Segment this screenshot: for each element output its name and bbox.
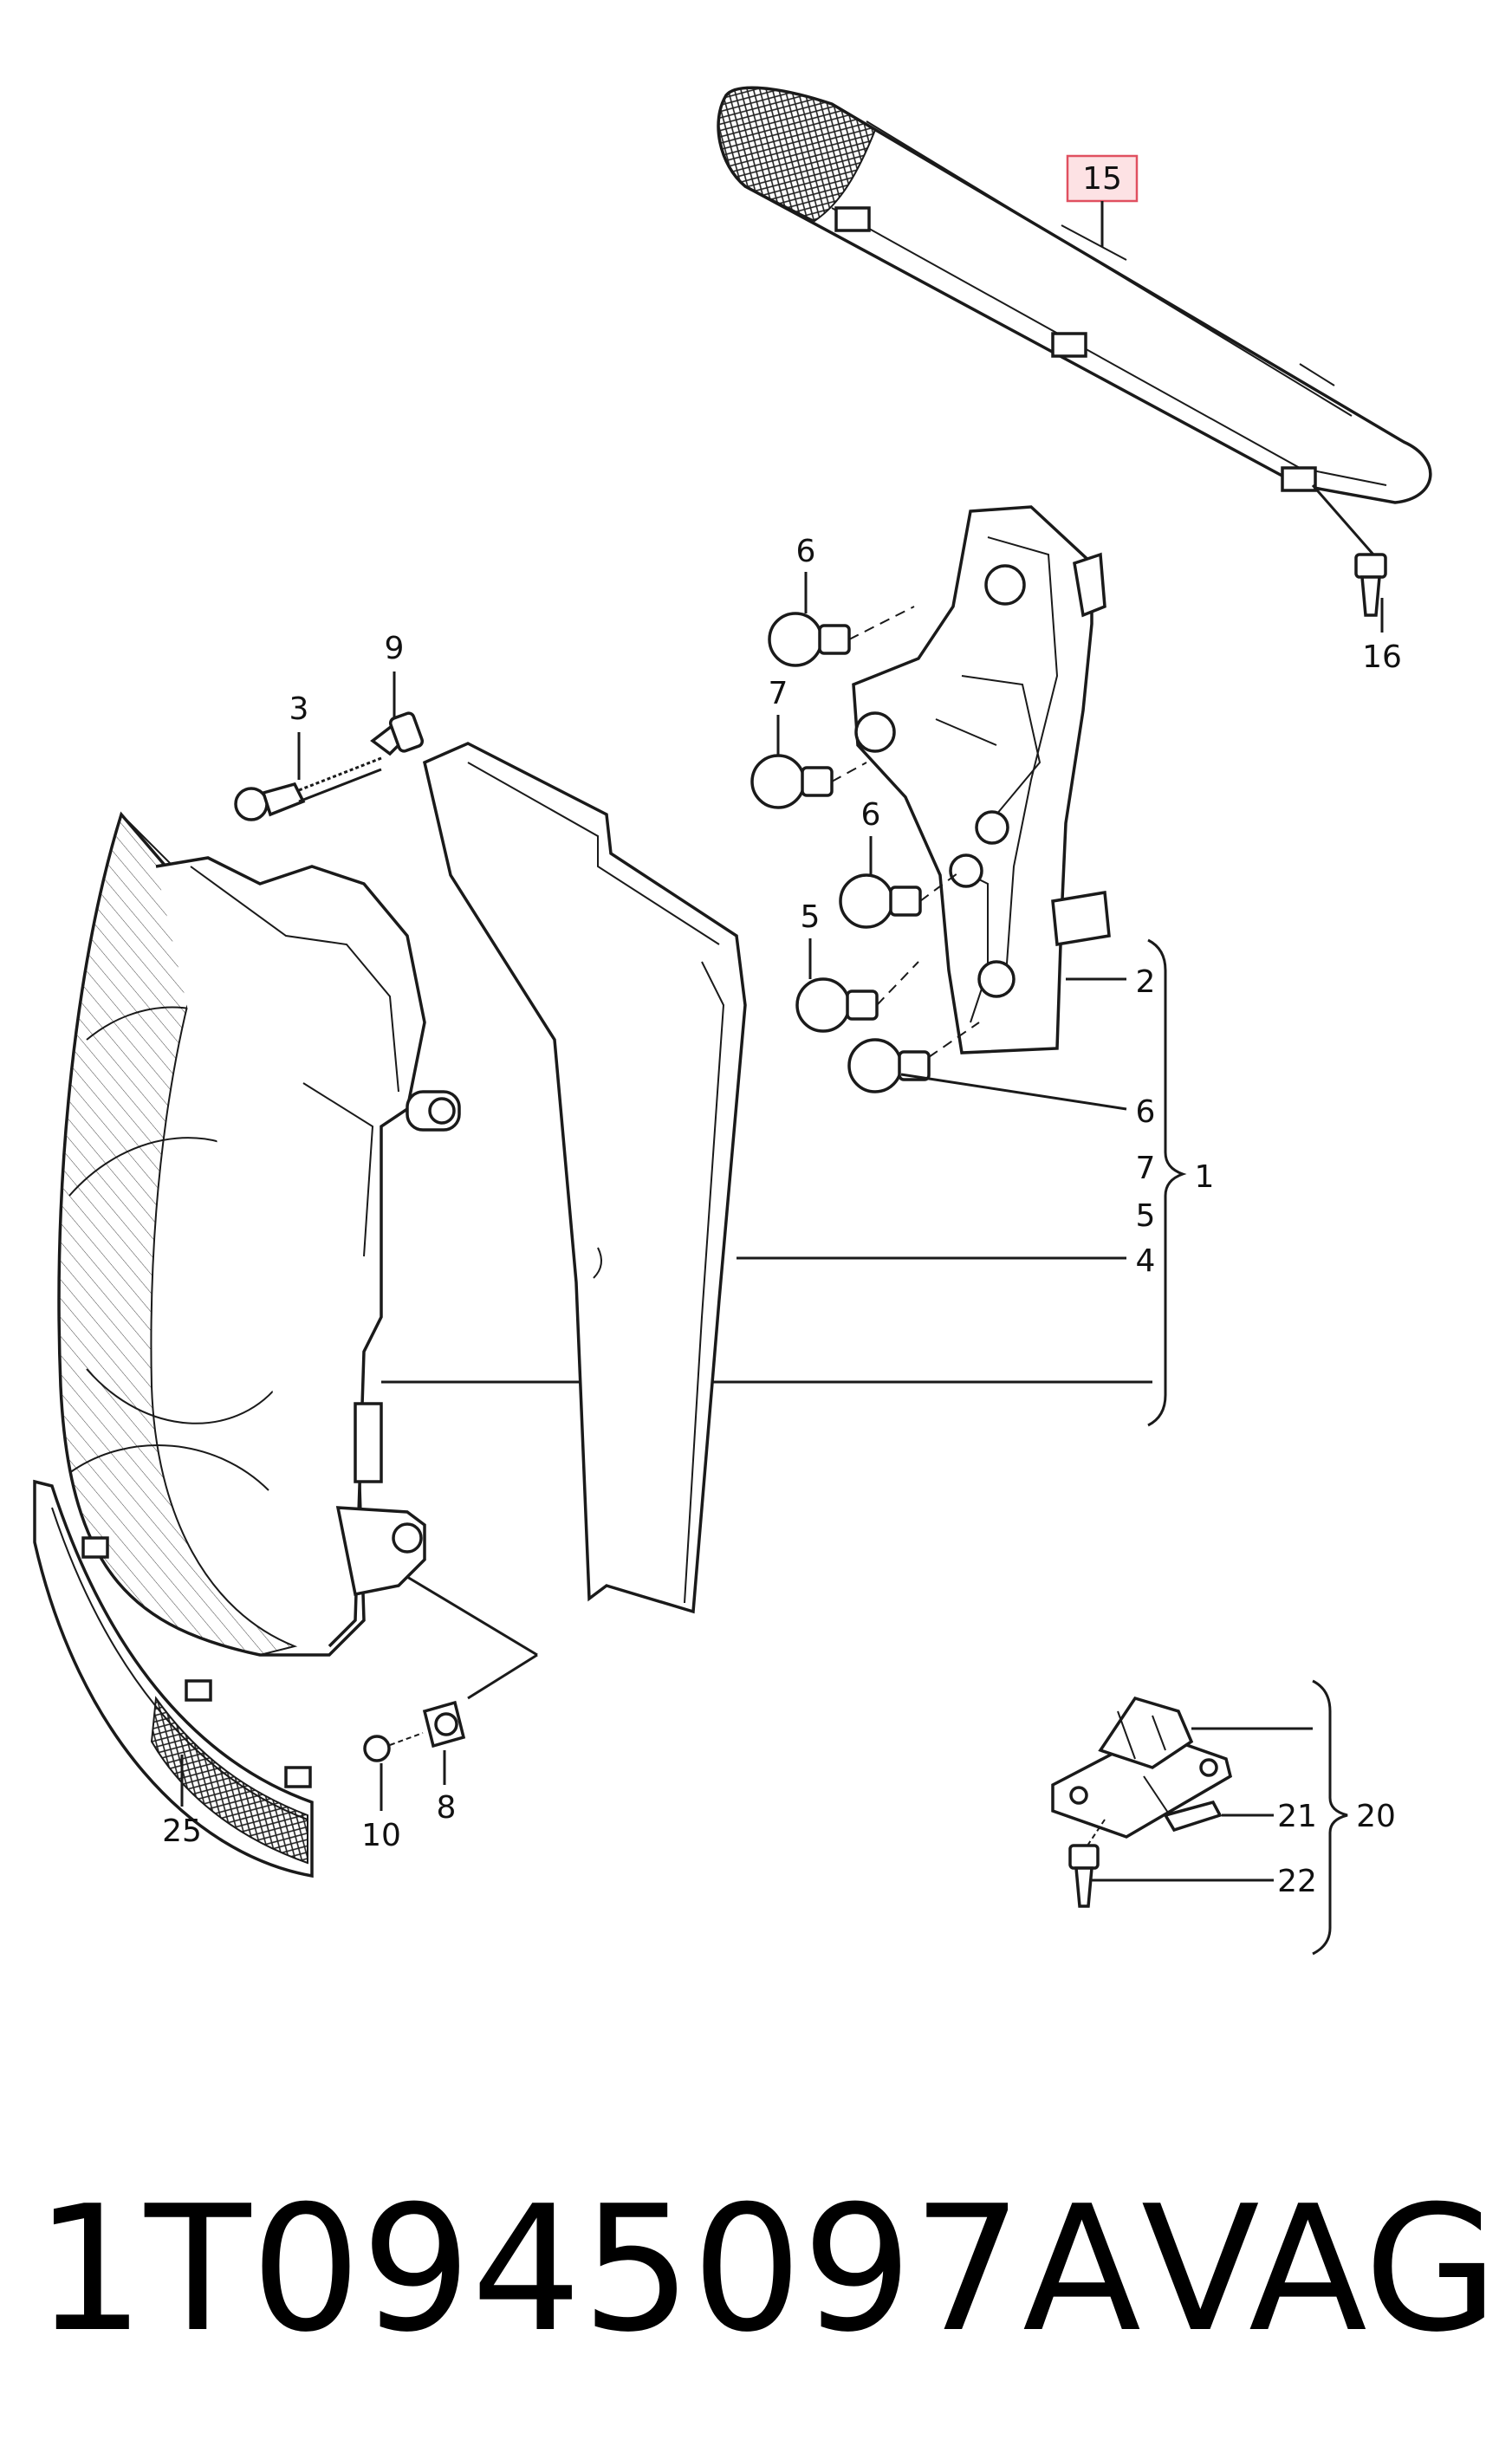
licence-plate-light-20 [1051, 1696, 1233, 1839]
bulb-6-top [768, 606, 915, 667]
callout-7-list: 7 [1136, 1151, 1156, 1186]
callout-25: 25 [162, 1813, 202, 1849]
fastener-8-10 [363, 1575, 538, 1762]
bulb-5 [795, 961, 919, 1033]
part-number-caption: 1T0945097A VAG [35, 2157, 1498, 2383]
callout-15: 15 [1082, 161, 1122, 197]
callout-9: 9 [385, 631, 405, 666]
festoon-bulb-21 [1143, 1775, 1223, 1833]
callout-4: 4 [1136, 1243, 1156, 1279]
bulb-6-middle [839, 873, 958, 929]
callout-6-bottom: 6 [1136, 1094, 1156, 1130]
callout-7-top: 7 [769, 676, 788, 711]
bulb-7-top [750, 754, 867, 809]
callout-6-middle: 6 [861, 797, 881, 833]
callout-6-top: 6 [796, 534, 816, 569]
part-number: 1T0945097A [35, 2169, 1141, 2371]
callout-8: 8 [437, 1790, 457, 1826]
reflector-25 [33, 1479, 314, 1878]
callout-5-top: 5 [801, 899, 821, 935]
callout-20: 20 [1356, 1799, 1396, 1834]
callout-5-list: 5 [1136, 1198, 1156, 1234]
gasket-4 [422, 742, 747, 1614]
screw-22 [1068, 1819, 1106, 1908]
exploded-parts-diagram: 15 16 2 6 7 6 [33, 86, 1432, 1956]
clip-9 [370, 711, 425, 756]
brand-label: VAG [1140, 2169, 1499, 2371]
leader-6-bottom [900, 1073, 1127, 1111]
bulb-6-bottom [847, 1022, 980, 1093]
screw-16 [1311, 484, 1387, 633]
third-brake-light [717, 86, 1432, 504]
bolt-3 [234, 756, 382, 821]
bracket-1 [1147, 938, 1187, 1427]
tail-light-housing [57, 811, 461, 1657]
callout-10: 10 [361, 1818, 401, 1853]
callout-16: 16 [1362, 639, 1402, 675]
callout-21: 21 [1277, 1799, 1317, 1834]
callout-3: 3 [289, 691, 309, 727]
callout-22: 22 [1277, 1864, 1317, 1899]
bulb-holder-2 [852, 505, 1111, 1054]
callout-2: 2 [1136, 964, 1156, 1000]
bracket-20 [1312, 1679, 1348, 1956]
callout-1: 1 [1195, 1159, 1215, 1195]
